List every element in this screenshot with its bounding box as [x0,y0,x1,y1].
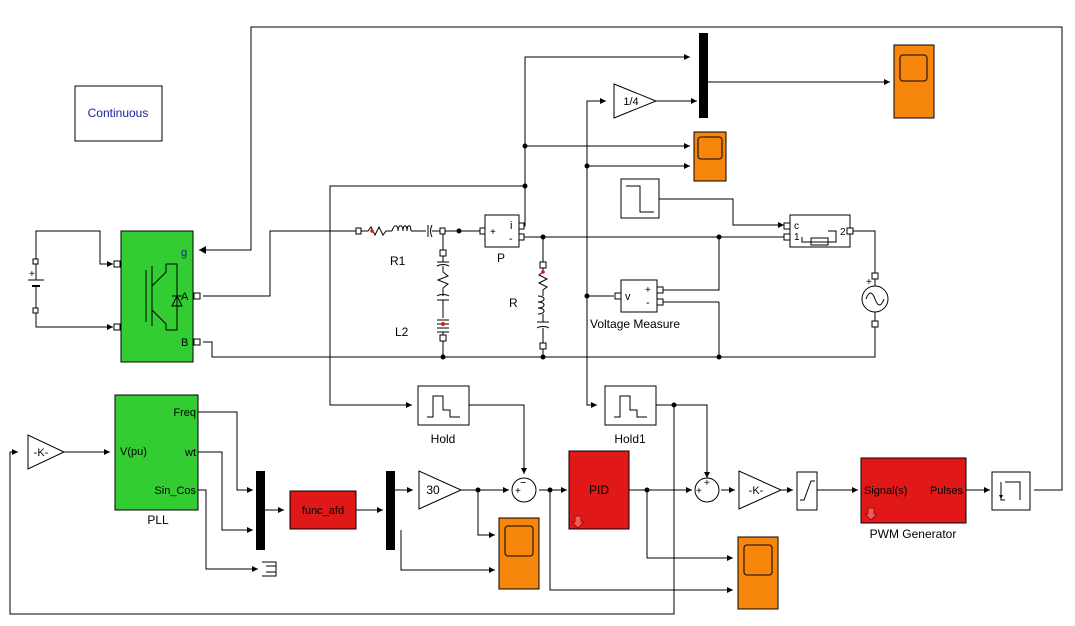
sum-block-2[interactable]: + + [694,477,720,503]
voltage-measurement-block[interactable]: v + - Voltage Measure [590,279,680,331]
pwm-generator-label: PWM Generator [870,527,957,541]
pll-block[interactable]: V(pu) Freq wt Sin_Cos PLL [114,394,199,527]
gain-30-block[interactable]: 30 [418,470,463,510]
pwm-pulses: Pulses [930,485,964,497]
pm-i: i [510,220,512,232]
sum-block-1[interactable]: + − [511,477,537,503]
sum1-plus: + [515,486,521,497]
sum1-minus: − [520,477,526,489]
pwm-signal: Signal(s) [864,485,907,497]
vm-minus: - [646,297,650,309]
inverter-a-port: A [181,291,189,303]
hold1-block[interactable]: Hold1 [604,385,657,446]
gain-k2-label: -K- [749,485,764,497]
mask-arrow-icon [571,515,585,529]
step-block[interactable] [620,178,660,219]
powergui-label: Continuous [88,106,149,120]
scope-bottom-right[interactable] [737,536,779,610]
pid-controller-block[interactable]: PID [568,450,630,530]
svg-text:+: + [866,277,872,288]
hold-block[interactable]: Hold [417,385,470,446]
inverter-g-port: g [181,247,187,259]
gain-quarter-block[interactable]: 1/4 [613,83,658,119]
pll-sincos: Sin_Cos [154,485,196,497]
sw-1: 1 [794,232,800,243]
func-afd-block[interactable]: func_afd [289,490,357,530]
sw-c: c [794,221,799,232]
current-measurement-block[interactable]: + i - P [479,214,525,265]
svg-text:+: + [29,269,35,280]
l2-label: L2 [395,325,409,339]
breaker-block[interactable]: c 1 2 [783,214,854,248]
rlc-series-r1[interactable]: R1 [355,224,446,268]
p-label: P [497,251,505,265]
scope-mid[interactable] [693,131,727,182]
rlc-l2[interactable]: L2 [395,249,450,342]
vm-v: v [625,291,631,303]
dc-voltage-source[interactable]: + [28,258,44,314]
inverter-b-port: B [181,337,188,349]
saturation-block[interactable] [796,471,818,511]
gain-k2-block[interactable]: -K- [738,470,783,510]
igbt-inverter-block[interactable]: g A B [113,230,201,363]
pm-plus: + [490,227,496,238]
gain-30-label: 30 [426,483,440,497]
gain-quarter-label: 1/4 [623,96,638,108]
hold-label: Hold [431,432,456,446]
voltage-measure-label: Voltage Measure [590,317,680,331]
mux-1[interactable] [256,471,265,550]
r1-label: R1 [390,254,406,268]
top-mux[interactable] [699,33,708,118]
scope-bottom-left[interactable] [498,517,540,590]
data-type-conversion-block[interactable] [991,471,1031,511]
gain-k1-block[interactable]: -K- [27,434,66,470]
pll-freq: Freq [173,407,196,419]
ac-voltage-source[interactable]: + [861,272,889,328]
sum2-plus2: + [704,478,710,489]
pll-wt: wt [184,447,196,459]
hold1-label: Hold1 [614,432,646,446]
vm-plus: + [645,285,651,296]
pll-label: PLL [147,513,169,527]
mask-arrow-icon [864,507,878,521]
pll-vpu: V(pu) [120,446,147,458]
scope-top[interactable] [893,44,935,119]
gain-k1-label: -K- [34,447,49,459]
sw-2: 2 [840,227,846,238]
rlc-r[interactable]: R [509,261,550,350]
func-afd-label: func_afd [302,505,344,517]
pid-label: PID [589,483,609,497]
powergui-block[interactable]: Continuous [74,85,163,142]
r-label: R [509,296,518,310]
pm-minus: - [509,233,513,245]
pwm-generator-block[interactable]: Signal(s) Pulses PWM Generator [860,457,967,541]
sum2-plus: + [696,486,702,497]
terminator-block[interactable] [262,561,277,577]
mux-2[interactable] [386,471,395,550]
